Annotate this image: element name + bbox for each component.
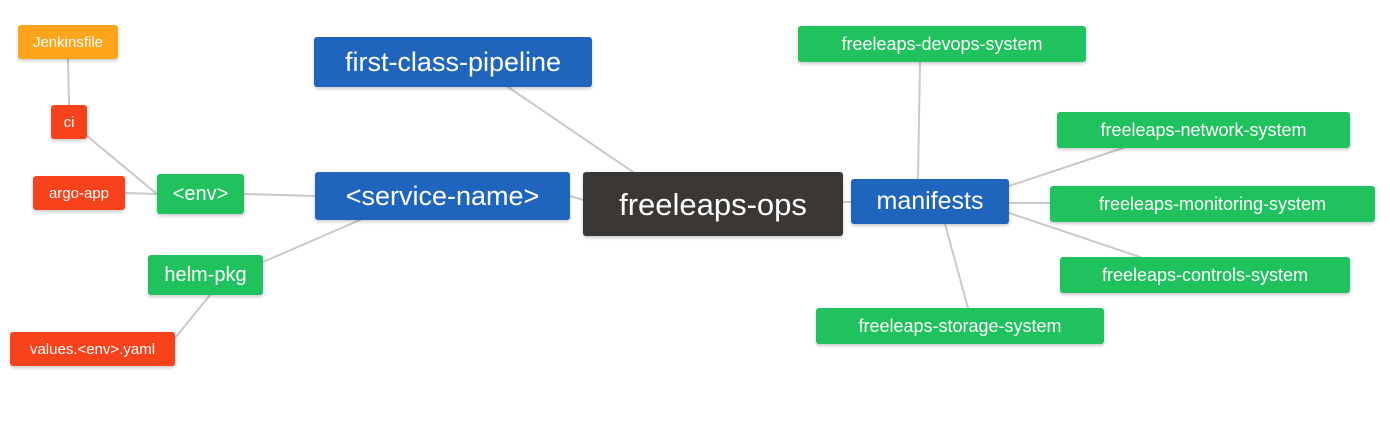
node-label: argo-app — [48, 184, 110, 202]
node-devops-system[interactable]: freeleaps-devops-system — [798, 26, 1086, 62]
node-values-env-yaml[interactable]: values.<env>.yaml — [10, 332, 175, 366]
node-label: <env> — [172, 183, 229, 205]
edge-helm-pkg-to-service-name — [262, 219, 361, 263]
edge-first-class-pipeline-to-freeleaps-ops — [507, 86, 634, 173]
edge-argo-app-to-env — [124, 192, 158, 195]
node-service-name[interactable]: <service-name> — [315, 172, 570, 220]
node-label: ci — [63, 113, 75, 131]
node-jenkinsfile[interactable]: Jenkinsfile — [18, 25, 118, 59]
node-label: first-class-pipeline — [344, 46, 562, 77]
edge-ci-to-env — [86, 135, 158, 195]
node-argo-app[interactable]: argo-app — [33, 176, 125, 210]
node-env[interactable]: <env> — [157, 174, 244, 214]
node-label: freeleaps-controls-system — [1101, 265, 1309, 285]
node-label: freeleaps-storage-system — [858, 316, 1062, 336]
node-ci[interactable]: ci — [51, 105, 87, 139]
node-label: manifests — [876, 187, 984, 215]
edge-service-name-to-freeleaps-ops — [569, 195, 584, 201]
edge-env-to-service-name — [243, 193, 316, 197]
edge-manifests-to-controls-system — [1008, 212, 1141, 258]
edge-manifests-to-network-system — [1008, 147, 1124, 187]
node-monitoring-system[interactable]: freeleaps-monitoring-system — [1050, 186, 1375, 222]
node-label: helm-pkg — [164, 264, 247, 286]
edge-manifests-to-storage-system — [944, 223, 969, 309]
node-first-class-pipeline[interactable]: first-class-pipeline — [314, 37, 592, 87]
node-helm-pkg[interactable]: helm-pkg — [148, 255, 263, 295]
edge-jenkinsfile-to-ci — [67, 58, 70, 106]
node-freeleaps-ops[interactable]: freeleaps-ops — [583, 172, 843, 236]
node-manifests[interactable]: manifests — [851, 179, 1009, 224]
node-network-system[interactable]: freeleaps-network-system — [1057, 112, 1350, 148]
node-label: freeleaps-ops — [619, 186, 807, 222]
node-label: Jenkinsfile — [32, 33, 104, 51]
node-storage-system[interactable]: freeleaps-storage-system — [816, 308, 1104, 344]
edge-values-env-yaml-to-helm-pkg — [174, 294, 211, 339]
node-label: freeleaps-network-system — [1100, 120, 1307, 140]
node-label: freeleaps-devops-system — [841, 34, 1043, 54]
edge-manifests-to-devops-system — [917, 61, 921, 180]
node-controls-system[interactable]: freeleaps-controls-system — [1060, 257, 1350, 293]
node-label: values.<env>.yaml — [29, 340, 156, 358]
node-label: freeleaps-monitoring-system — [1098, 194, 1327, 214]
node-label: <service-name> — [345, 180, 540, 211]
